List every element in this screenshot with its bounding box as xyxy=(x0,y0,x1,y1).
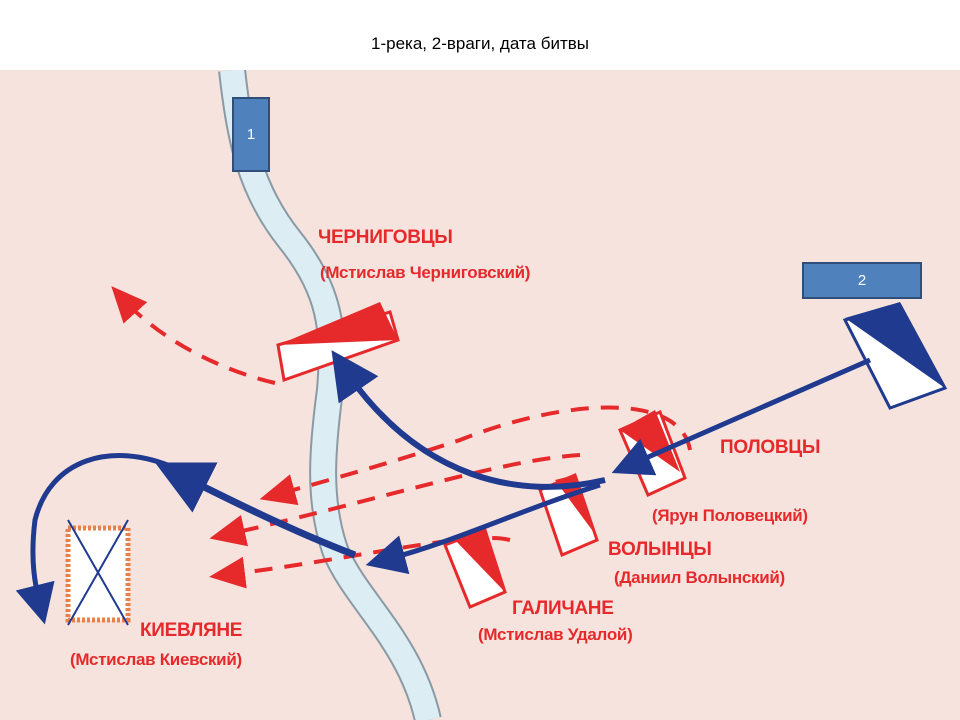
label-chernigov-leader: (Мстислав Черниговский) xyxy=(320,263,531,282)
battle-map: ЧЕРНИГОВЦЫ (Мстислав Черниговский) ПОЛОВ… xyxy=(0,70,960,720)
kiev-fort xyxy=(65,519,131,626)
galich-flag xyxy=(443,528,507,609)
marker-enemies: 2 xyxy=(802,262,922,299)
map-drawing xyxy=(15,70,948,720)
label-galich: ГАЛИЧАНЕ xyxy=(512,598,614,619)
retreat-arrows xyxy=(111,286,692,589)
slide-title: 1-река, 2-враги, дата битвы xyxy=(371,34,589,53)
mongol-flag xyxy=(842,302,948,410)
label-galich-leader: (Мстислав Удалой) xyxy=(478,625,633,644)
label-kiev: КИЕВЛЯНЕ xyxy=(140,620,243,641)
label-chernigov: ЧЕРНИГОВЦЫ xyxy=(318,227,453,248)
marker-river: 1 xyxy=(232,97,270,172)
label-volyn: ВОЛЫНЦЫ xyxy=(608,539,712,560)
label-polovtsy-leader: (Ярун Половецкий) xyxy=(652,506,808,525)
attack-arrows xyxy=(15,350,872,625)
label-volyn-leader: (Даниил Волынский) xyxy=(614,568,785,587)
label-kiev-leader: (Мстислав Киевский) xyxy=(70,650,242,669)
chernigov-flag xyxy=(276,302,400,383)
label-polovtsy: ПОЛОВЦЫ xyxy=(720,437,821,458)
